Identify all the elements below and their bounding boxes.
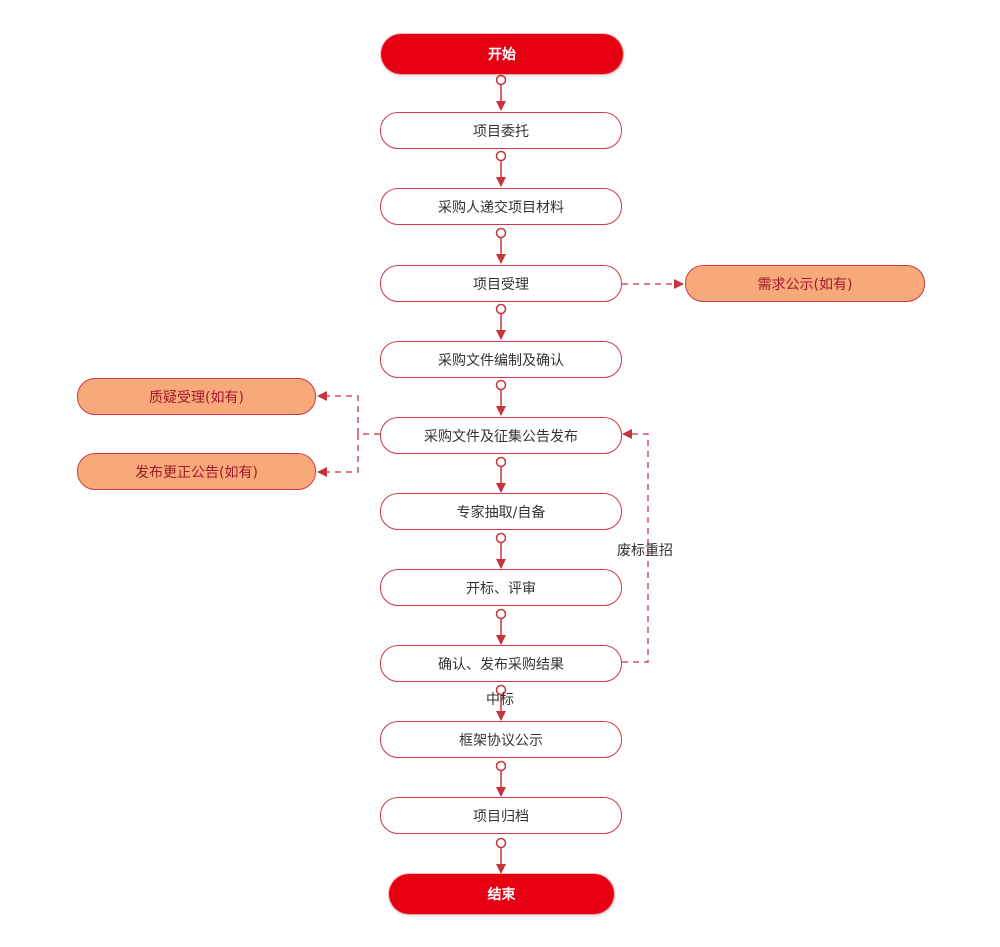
step-confirm-publish-result: 确认、发布采购结果 [380,645,622,682]
side-flow-connectors [317,279,684,663]
connector-rebid-loop [622,429,649,663]
connector-step3-step4 [495,303,507,340]
connector-step7-step8 [495,608,507,645]
step-project-commission: 项目委托 [380,112,622,149]
connector-step5-side-branch-lower [317,434,359,477]
step-document-preparation: 采购文件编制及确认 [380,341,622,378]
connector-step10-end [495,837,507,874]
connector-step1-step2 [495,150,507,187]
start-node: 开始 [381,34,623,74]
edge-label-winning: 中标 [486,692,514,708]
main-flow-connectors [495,74,507,874]
connector-step2-step3 [495,227,507,264]
side-query-acceptance: 质疑受理(如有) [77,378,316,415]
connector-start-step1 [495,74,507,111]
step-submit-materials: 采购人递交项目材料 [380,188,622,225]
step-expert-selection: 专家抽取/自备 [380,493,622,530]
step-framework-agreement: 框架协议公示 [380,721,622,758]
step-project-archive: 项目归档 [380,797,622,834]
connector-step6-step7 [495,532,507,569]
connector-step8-step9 [495,684,507,721]
connector-step4-step5 [495,379,507,416]
end-node: 结束 [389,874,614,914]
side-demand-publicity: 需求公示(如有) [685,265,925,302]
step-document-publish: 采购文件及征集公告发布 [380,417,622,454]
edge-label-rebid: 废标重招 [617,543,673,559]
step-project-acceptance: 项目受理 [380,265,622,302]
side-correction-notice: 发布更正公告(如有) [77,453,316,490]
step-bid-opening-review: 开标、评审 [380,569,622,606]
connector-step9-step10 [495,760,507,797]
connector-step5-side-branch [317,391,380,435]
connector-step5-step6 [495,456,507,493]
